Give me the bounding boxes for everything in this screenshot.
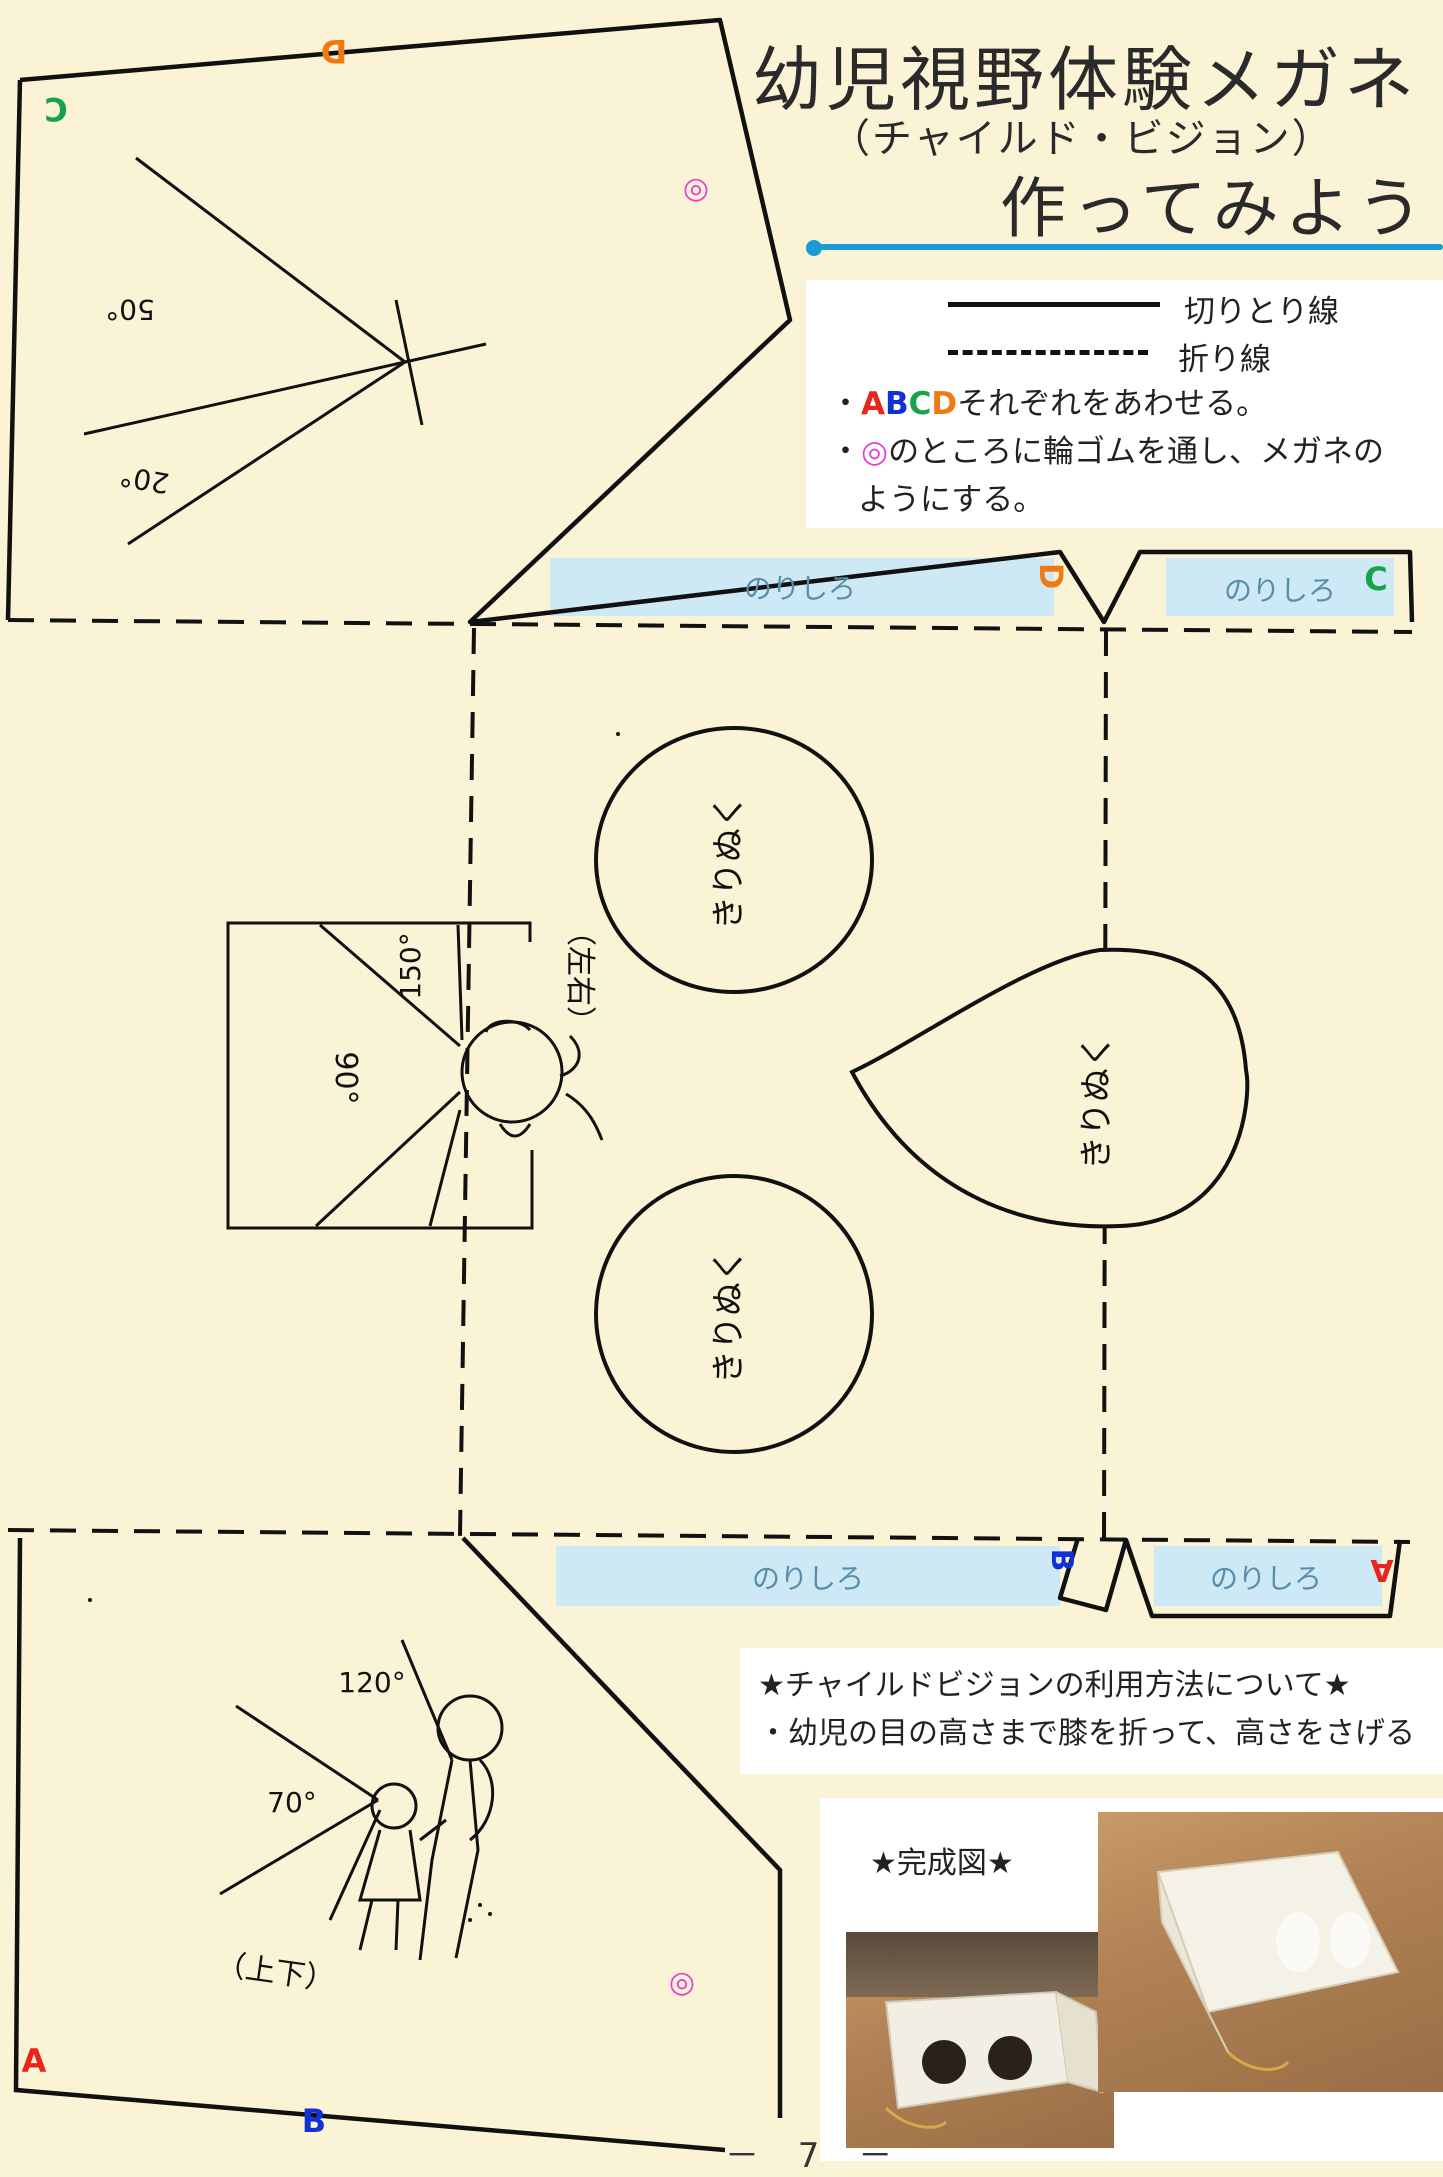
angle-label-150: 150° <box>394 932 427 999</box>
bullet: ・ <box>830 386 861 422</box>
cutout-label-top: きりぬく <box>709 794 749 930</box>
usage-heading: ★チャイルドビジョンの利用方法について★ <box>758 1668 1351 1703</box>
angle-label-50: 50° <box>105 293 155 326</box>
bullet: ・ <box>830 434 861 470</box>
legend-box: 切りとり線 折り線 ・ABCDそれぞれをあわせる。 ・◎のところに輪ゴムを通し、… <box>806 280 1443 528</box>
photo-complete-front <box>846 1932 1114 2148</box>
top-angle-diagram <box>83 156 487 546</box>
cutout-circle-top <box>594 726 874 994</box>
glue-label-bottom-right: のりしろ <box>1210 1562 1322 1595</box>
ring-mark-top: ◎ <box>683 171 709 206</box>
dust-dots <box>88 732 620 1922</box>
cut-outline-left-bottom <box>13 1537 726 2153</box>
cutout-label-egg: きりぬく <box>1077 1034 1117 1170</box>
photo-wall <box>846 1932 1114 1997</box>
complete-figure-label: ★完成図★ <box>870 1846 1014 1881</box>
cut-outline-bottom-flap <box>461 1536 783 2118</box>
instruction-ring-text: のところに輪ゴムを通し、メガネの <box>888 434 1385 470</box>
instruction-ring-cont: ようにする。 <box>858 482 1045 518</box>
fold-line-sample <box>948 350 1148 355</box>
glue-label-bottom-left: のりしろ <box>752 1562 864 1595</box>
usage-line-1: ・幼児の目の高さまで膝を折って、高さをさげる <box>758 1716 1415 1751</box>
glue-tab-bottom-right <box>1154 1546 1382 1606</box>
glue-tab-top-left <box>550 558 1054 616</box>
angle-label-20: 20° <box>117 459 172 500</box>
marker-b-bottom: B <box>302 2102 326 2140</box>
page-heading-make: 作ってみよう <box>1000 170 1429 247</box>
cut-outline-bottom-tabs <box>1057 1537 1403 1619</box>
cut-line-sample <box>948 302 1160 307</box>
cutout-egg <box>849 947 1250 1229</box>
letter-b: B <box>885 386 909 422</box>
marker-d-tab: D <box>1032 563 1070 590</box>
marker-c-tab: C <box>1364 560 1387 598</box>
ring-symbol: ◎ <box>861 434 889 470</box>
glasses-side-illustration <box>1156 1850 1400 2071</box>
title-rule <box>810 244 1443 250</box>
fold-line-label: 折り線 <box>1178 342 1271 378</box>
instruction-ring: ・◎のところに輪ゴムを通し、メガネの <box>830 426 1384 471</box>
letter-a: A <box>861 386 885 422</box>
cutout-label-bottom: きりぬく <box>709 1248 749 1384</box>
page-number: － 7 － <box>725 2136 907 2176</box>
usage-box: ★チャイルドビジョンの利用方法について★ ・幼児の目の高さまで膝を折って、高さを… <box>740 1648 1443 1774</box>
marker-c-top: C <box>44 90 67 128</box>
glue-label-top-left: のりしろ <box>744 572 856 605</box>
instruction-abcd-text: それぞれをあわせる。 <box>957 386 1268 422</box>
ring-mark-bottom: ◎ <box>669 1965 695 2000</box>
angle-label-90: 90° <box>328 1051 363 1104</box>
marker-b-tab: B <box>1044 1549 1079 1572</box>
instruction-abcd: ・ABCDそれぞれをあわせる。 <box>830 378 1267 423</box>
letter-d: D <box>931 386 958 422</box>
cut-outline-left-top <box>5 79 23 621</box>
lr-angle-diagram <box>226 921 604 1230</box>
glue-label-top-right: のりしろ <box>1224 574 1336 607</box>
ud-angle-diagram <box>219 1639 504 1961</box>
label-up-down: （上下） <box>213 1947 337 1998</box>
angle-label-70: 70° <box>267 1786 317 1819</box>
angle-label-120: 120° <box>338 1666 405 1699</box>
glue-tab-top-right <box>1166 558 1394 616</box>
marker-a-tab: A <box>1370 1552 1394 1587</box>
fold-lines <box>7 618 1413 1544</box>
marker-d-top: D <box>321 32 348 70</box>
photo-complete-side <box>1098 1812 1443 2092</box>
marker-a-bottom: A <box>22 2042 47 2080</box>
cutout-circle-bottom <box>594 1174 874 1454</box>
label-left-right: （左右） <box>562 916 597 1036</box>
glasses-front-illustration <box>884 1990 1104 2129</box>
cut-line-label: 切りとり線 <box>1184 294 1339 330</box>
glue-tab-bottom-left <box>556 1546 1060 1606</box>
letter-c: C <box>908 386 932 422</box>
